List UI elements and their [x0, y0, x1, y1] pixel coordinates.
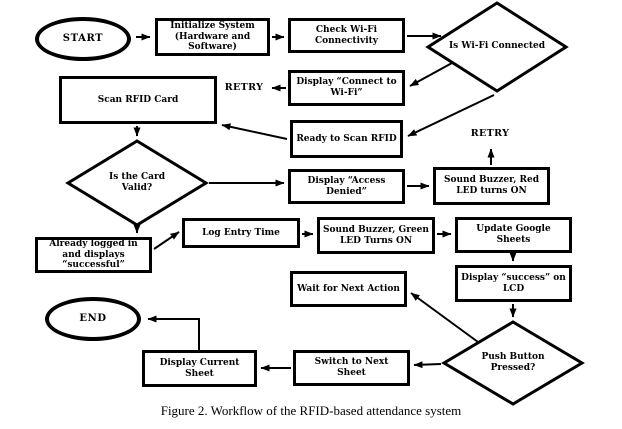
decision-push-button-shape — [441, 320, 585, 406]
node-log-entry-time: Log Entry Time — [182, 218, 300, 248]
node-display-access-denied: Display “Access Denied” — [288, 169, 405, 204]
node-sound-buzzer-green: Sound Buzzer, Green LED Turns ON — [317, 217, 435, 254]
arrow-pushdecision-to-switchsheet — [413, 361, 442, 369]
node-initialize-system: Initialize System (Hardware and Software… — [155, 18, 270, 56]
arrow-alreadylogged-to-logentry — [153, 231, 180, 250]
node-sound-buzzer-red: Sound Buzzer, Red LED turns ON — [433, 167, 550, 205]
node-check-wifi: Check Wi-Fi Connectivity — [288, 18, 405, 53]
retry-label-wifi: RETRY — [224, 82, 264, 93]
arrow-pushdecision-to-waitnext — [410, 292, 479, 343]
node-start: START — [35, 17, 131, 61]
node-already-logged-in: Already logged in and displays “successf… — [35, 237, 152, 273]
node-ready-to-scan: Ready to Scan RFID — [290, 120, 403, 158]
retry-label-card: RETRY — [470, 128, 510, 139]
arrow-readyscan-to-scanrfid — [221, 123, 288, 140]
arrow-wifidecision-to-readyscan — [407, 94, 495, 137]
node-wait-next-action: Wait for Next Action — [290, 271, 407, 307]
arrow-displaycurrent-to-end — [147, 315, 200, 350]
node-update-google-sheets: Update Google Sheets — [455, 217, 572, 253]
decision-wifi-connected-shape — [425, 1, 569, 93]
node-display-current-sheet: Display Current Sheet — [142, 350, 257, 387]
node-switch-next-sheet: Switch to Next Sheet — [293, 350, 410, 386]
decision-card-valid-label: Is the Card Valid? — [109, 171, 165, 193]
node-display-connect-wifi: Display “Connect to Wi-Fi” — [288, 70, 405, 106]
node-scan-rfid-card: Scan RFID Card — [59, 76, 217, 124]
node-end: END — [45, 297, 141, 341]
decision-push-button-label: Push Button Pressed? — [481, 351, 545, 373]
figure-caption: Figure 2. Workflow of the RFID-based att… — [160, 403, 462, 418]
node-display-success-lcd: Display “success” on LCD — [455, 265, 572, 302]
arrow-wifidecision-to-displayconnect — [409, 62, 453, 87]
decision-wifi-connected-label: Is Wi-Fi Connected — [448, 41, 546, 52]
